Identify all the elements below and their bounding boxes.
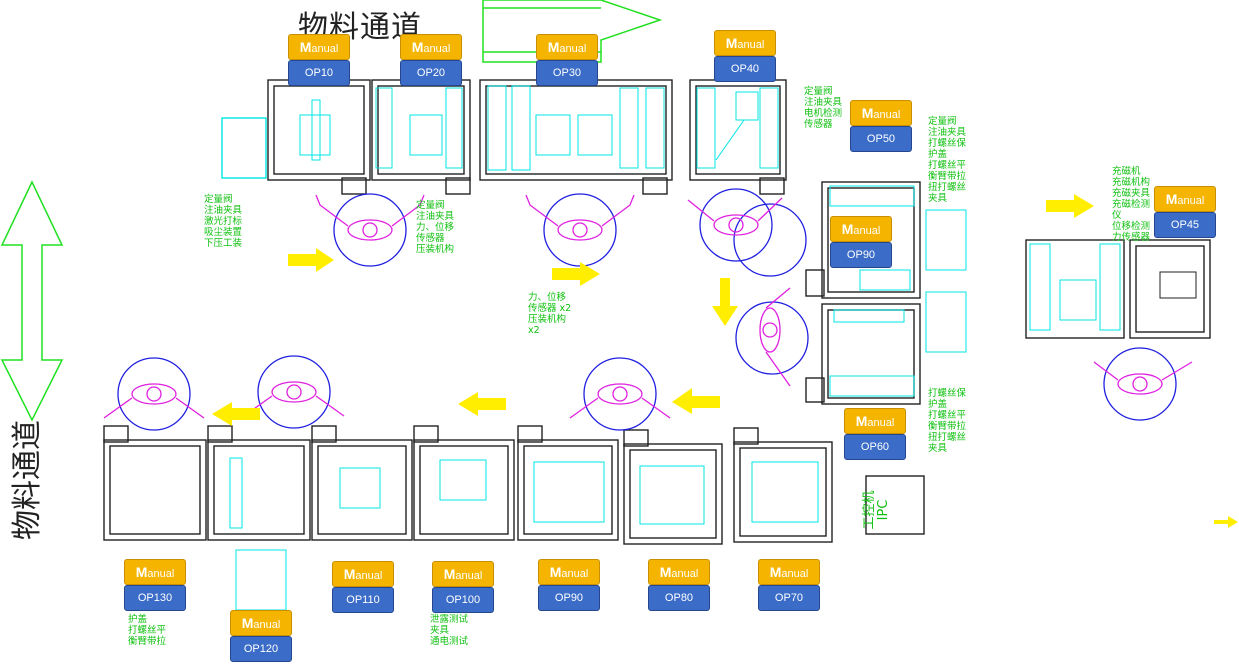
manual-rest: anual <box>873 109 901 121</box>
manual-rest: anual <box>311 43 339 55</box>
notes-op130: 护盖 打螺丝平 衡臂带拉 <box>128 614 167 647</box>
notes-op10: 定量阀 注油夹具 激光打标 吸尘装置 下压工装 <box>204 194 243 249</box>
manual-initial: M <box>769 564 782 580</box>
station-label-op10: OP10 <box>288 60 350 86</box>
manual-button-op70[interactable]: Manual <box>758 559 820 585</box>
manual-rest: anual <box>1177 195 1205 207</box>
aisle-label-left: 物料通道 <box>10 420 45 540</box>
manual-button-op45[interactable]: Manual <box>1154 186 1216 212</box>
manual-initial: M <box>549 564 562 580</box>
station-label-op50: OP50 <box>850 126 912 152</box>
manual-rest: anual <box>561 568 589 580</box>
manual-initial: M <box>841 221 854 237</box>
manual-initial: M <box>725 35 738 51</box>
station-tag-op110: Manual OP110 <box>332 561 394 613</box>
station-tag-op80: Manual OP80 <box>648 559 710 611</box>
manual-button-op90-upper[interactable]: Manual <box>830 216 892 242</box>
station-label-op30: OP30 <box>536 60 598 86</box>
manual-button-op20[interactable]: Manual <box>400 34 462 60</box>
station-tag-op10: Manual OP10 <box>288 34 350 86</box>
station-tag-op50: Manual OP50 <box>850 100 912 152</box>
manual-rest: anual <box>355 570 383 582</box>
station-label-op90: OP90 <box>538 585 600 611</box>
station-label-op110: OP110 <box>332 587 394 613</box>
station-label-op45: OP45 <box>1154 212 1216 238</box>
manual-button-op130[interactable]: Manual <box>124 559 186 585</box>
manual-initial: M <box>855 413 868 429</box>
manual-button-op110[interactable]: Manual <box>332 561 394 587</box>
station-label-op120: OP120 <box>230 636 292 662</box>
notes-op50: 定量阀 注油夹具 打螺丝保 护盖 打螺丝平 衡臂带拉 扭打螺丝 夹具 <box>928 116 967 204</box>
manual-button-op120[interactable]: Manual <box>230 610 292 636</box>
manual-rest: anual <box>671 568 699 580</box>
station-tag-op20: Manual OP20 <box>400 34 462 86</box>
manual-rest: anual <box>455 570 483 582</box>
station-label-op100: OP100 <box>432 587 494 613</box>
station-tag-op70: Manual OP70 <box>758 559 820 611</box>
station-frames <box>103 79 1211 545</box>
station-tag-op60: Manual OP60 <box>844 408 906 460</box>
station-label-op80: OP80 <box>648 585 710 611</box>
station-tag-op90: Manual OP90 <box>538 559 600 611</box>
manual-rest: anual <box>559 43 587 55</box>
station-tag-op100: Manual OP100 <box>432 561 494 613</box>
station-label-op20: OP20 <box>400 60 462 86</box>
notes-op20: 定量阀 注油夹具 力、位移 传感器 压装机构 <box>416 200 455 255</box>
notes-op45: 充磁机 充磁机构 充磁夹具 充磁检测 仪 位移检测 力传感器 <box>1112 166 1151 243</box>
station-tag-op45: Manual OP45 <box>1154 186 1216 238</box>
station-label-op90-upper: OP90 <box>830 242 892 268</box>
ipc-label: 工控机 IPC <box>862 490 891 530</box>
manual-initial: M <box>135 564 148 580</box>
manual-button-op90[interactable]: Manual <box>538 559 600 585</box>
notes-op30: 力、位移 传感器 x2 压装机构 x2 <box>528 292 572 336</box>
manual-initial: M <box>659 564 672 580</box>
manual-rest: anual <box>853 225 881 237</box>
manual-initial: M <box>1165 191 1178 207</box>
station-tag-op40: Manual OP40 <box>714 30 776 82</box>
aisle-arrow-left <box>0 180 64 422</box>
manual-button-op60[interactable]: Manual <box>844 408 906 434</box>
manual-rest: anual <box>147 568 175 580</box>
manual-rest: anual <box>423 43 451 55</box>
notes-op100: 泄露测试 夹具 通电测试 <box>430 614 469 647</box>
station-label-op70: OP70 <box>758 585 820 611</box>
notes-op40: 定量阀 注油夹具 电机检测 传感器 <box>804 86 843 130</box>
station-tag-op30: Manual OP30 <box>536 34 598 86</box>
manual-rest: anual <box>737 39 765 51</box>
station-tag-op90-upper: Manual OP90 <box>830 216 892 268</box>
manual-button-op40[interactable]: Manual <box>714 30 776 56</box>
manual-initial: M <box>861 105 874 121</box>
manual-rest: anual <box>781 568 809 580</box>
flow-arrows <box>212 194 1238 528</box>
station-tag-op120: Manual OP120 <box>230 610 292 662</box>
station-label-op60: OP60 <box>844 434 906 460</box>
manual-initial: M <box>411 39 424 55</box>
manual-initial: M <box>241 615 254 631</box>
manual-button-op50[interactable]: Manual <box>850 100 912 126</box>
manual-initial: M <box>547 39 560 55</box>
manual-initial: M <box>443 566 456 582</box>
station-tag-op130: Manual OP130 <box>124 559 186 611</box>
station-label-op40: OP40 <box>714 56 776 82</box>
manual-initial: M <box>299 39 312 55</box>
manual-rest: anual <box>253 619 281 631</box>
manual-button-op100[interactable]: Manual <box>432 561 494 587</box>
manual-rest: anual <box>867 417 895 429</box>
manual-button-op10[interactable]: Manual <box>288 34 350 60</box>
manual-button-op30[interactable]: Manual <box>536 34 598 60</box>
station-label-op130: OP130 <box>124 585 186 611</box>
station-fixtures <box>229 85 1121 611</box>
manual-button-op80[interactable]: Manual <box>648 559 710 585</box>
operator-stations <box>103 188 1193 431</box>
notes-op60: 打螺丝保 护盖 打螺丝平 衡臂带拉 扭打螺丝 夹具 <box>928 388 967 454</box>
manual-initial: M <box>343 566 356 582</box>
inner-black-boxes <box>1159 271 1197 299</box>
